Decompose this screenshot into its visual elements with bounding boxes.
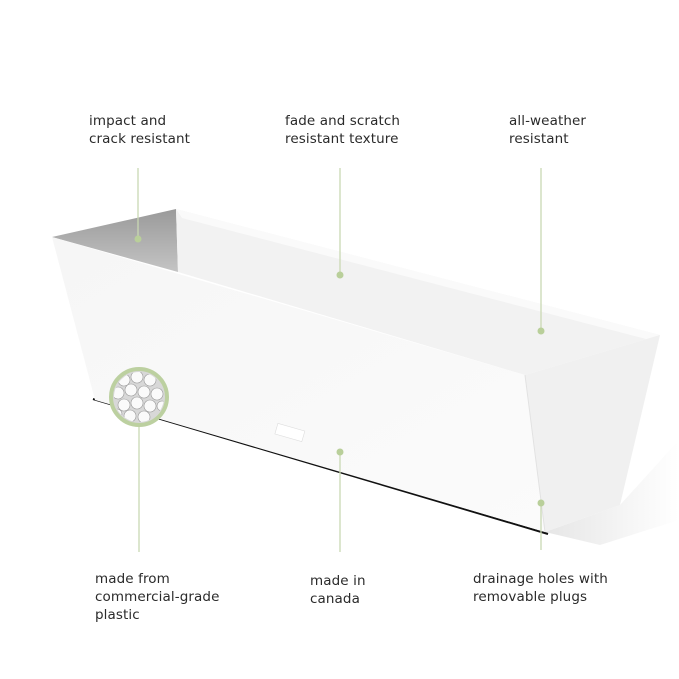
- callout-impact-crack-resistant: impact and crack resistant: [89, 113, 191, 147]
- callout-fade-scratch-resistant: fade and scratch resistant texture: [285, 113, 401, 147]
- interior-rim: [176, 209, 660, 340]
- front-face: [52, 237, 545, 532]
- callout-drainage-holes: drainage holes with removable plugs: [473, 571, 608, 605]
- leader-lines: [137, 168, 542, 552]
- callout-commercial-grade-plastic: made from commercial-grade plastic: [95, 571, 220, 623]
- logo-plate: [274, 422, 306, 442]
- material-closeup-icon: [109, 367, 169, 427]
- callout-dots: [134, 235, 545, 507]
- callout-all-weather-resistant: all-weather resistant: [509, 113, 587, 147]
- floor-shadow: [545, 440, 679, 545]
- interior-left-wall: [52, 209, 178, 272]
- callout-made-in-canada: made in canada: [310, 573, 366, 607]
- right-face: [525, 335, 660, 532]
